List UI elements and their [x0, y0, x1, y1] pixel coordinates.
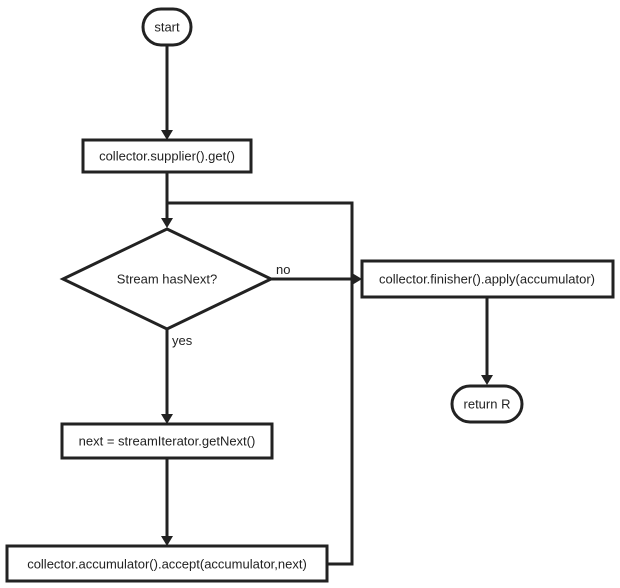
decision-label: Stream hasNext? [117, 272, 217, 287]
node-supplier: collector.supplier().get() [81, 138, 253, 174]
arrowhead-return [481, 375, 493, 385]
next-label: next = streamIterator.getNext() [79, 434, 256, 449]
start-terminal-shape [141, 7, 193, 47]
edge-label-no: no [276, 262, 290, 277]
decision-diamond-shape [59, 227, 275, 331]
arrowhead-accumulator [161, 536, 173, 546]
next-process-shape [60, 422, 274, 460]
supplier-label: collector.supplier().get() [99, 149, 235, 164]
supplier-process-shape [81, 138, 253, 174]
edge-label-yes: yes [172, 333, 193, 348]
start-label: start [154, 20, 180, 35]
node-decision: Stream hasNext? [59, 227, 275, 331]
accumulator-label: collector.accumulator().accept(accumulat… [27, 557, 307, 572]
return-terminal-shape [450, 384, 524, 424]
node-finisher: collector.finisher().apply(accumulator) [360, 259, 615, 299]
finisher-label: collector.finisher().apply(accumulator) [379, 272, 595, 287]
arrowhead-decision [161, 218, 173, 228]
node-accumulator: collector.accumulator().accept(accumulat… [5, 544, 329, 583]
edge-accumulator-loop-back [167, 201, 354, 566]
arrowhead-supplier [161, 130, 173, 140]
return-label: return R [464, 397, 511, 412]
arrowhead-finisher [352, 273, 362, 285]
finisher-process-shape [360, 259, 615, 299]
node-next: next = streamIterator.getNext() [60, 422, 274, 460]
node-start: start [141, 7, 193, 47]
accumulator-process-shape [5, 544, 329, 583]
edges [161, 45, 493, 566]
arrowhead-next [161, 414, 173, 424]
node-return: return R [450, 384, 524, 424]
